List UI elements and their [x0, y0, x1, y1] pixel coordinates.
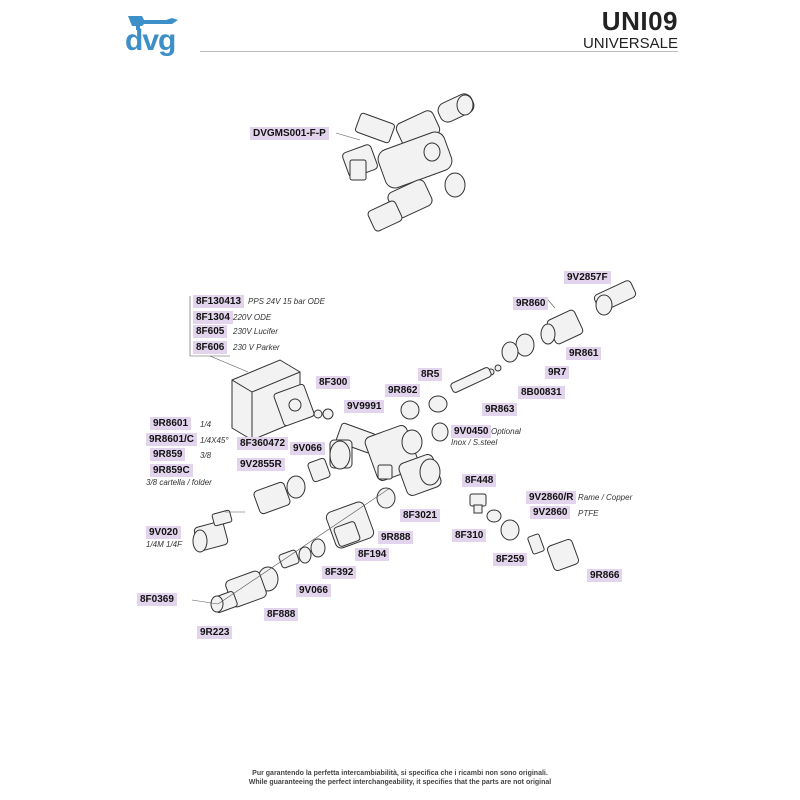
- part-label: 9V9991: [344, 400, 385, 413]
- part-label: 9R8601/C: [146, 433, 198, 446]
- part-label: 8F3021: [400, 509, 440, 522]
- header-divider: [200, 51, 678, 52]
- part-label: 9R888: [378, 531, 414, 544]
- part-note: 1/4M 1/4F: [146, 540, 183, 549]
- valve-body: [329, 422, 449, 496]
- part-label: 8R5: [418, 368, 443, 381]
- part-label: 8F606: [193, 341, 228, 354]
- part-label: 8F310: [452, 529, 487, 542]
- inlet-fitting-group: [253, 457, 396, 515]
- filter-assembly: [257, 501, 375, 592]
- part-label: 9V2860/R: [526, 491, 577, 504]
- part-label: 9R859: [150, 448, 186, 461]
- part-label: 9R866: [587, 569, 623, 582]
- part-label: DVGMS001-F-P: [250, 127, 329, 140]
- part-label: 9V020: [146, 526, 181, 539]
- part-label: 9V2860: [530, 506, 571, 519]
- inlet-fitting-bottom: [210, 570, 267, 613]
- part-label: 8F0369: [137, 593, 177, 606]
- part-note: PTFE: [578, 509, 599, 518]
- part-label: 8F360472: [237, 437, 289, 450]
- part-note: Optional: [491, 427, 521, 436]
- part-note: Inox / S.steel: [451, 438, 498, 447]
- part-label: 9R861: [566, 347, 602, 360]
- part-label: 8F194: [355, 548, 390, 561]
- part-label: 8F392: [322, 566, 357, 579]
- part-label: 8F605: [193, 325, 228, 338]
- part-label: 8F1304: [193, 311, 233, 324]
- part-label: 9V0450: [451, 425, 492, 438]
- part-label: 9V2855R: [237, 458, 285, 471]
- part-label: 9V066: [290, 442, 325, 455]
- part-label: 9R7: [545, 366, 570, 379]
- part-label: 8F888: [264, 608, 299, 621]
- part-label: 8F448: [462, 474, 497, 487]
- part-note: 3/8 cartella / folder: [146, 478, 212, 487]
- footer-line-it: Pur garantendo la perfetta intercambiabi…: [252, 770, 548, 777]
- part-label: 8F130413: [193, 295, 245, 308]
- outlet-fitting-group: [487, 280, 637, 376]
- page-title: UNI09: [601, 6, 678, 36]
- part-label: 8F300: [316, 376, 351, 389]
- part-note: 3/8: [200, 451, 212, 460]
- footer-disclaimer: Pur garantendo la perfetta intercambiabi…: [0, 769, 800, 787]
- part-label: 9V066: [296, 584, 331, 597]
- part-label: 9R862: [385, 384, 421, 397]
- footer-line-en: While guaranteeing the perfect interchan…: [248, 779, 552, 786]
- part-label: 8B00831: [518, 386, 565, 399]
- outlet-fitting-right: [469, 493, 580, 572]
- part-label: 8F259: [493, 553, 528, 566]
- part-note: 220V ODE: [233, 313, 272, 322]
- part-label: 9R223: [197, 626, 233, 639]
- part-note: 1/4: [200, 420, 212, 429]
- ball-valve: [192, 509, 233, 553]
- dvg-faucet-logo-icon: [128, 16, 178, 30]
- part-label: 9R8601: [150, 417, 192, 430]
- part-label: 9R860: [513, 297, 549, 310]
- piston-group: [400, 367, 492, 420]
- part-label: 9V2857F: [564, 271, 611, 284]
- page-subtitle: UNIVERSALE: [582, 35, 678, 52]
- part-note: PPS 24V 15 bar ODE: [248, 297, 325, 306]
- complete-valve-assembly: [342, 93, 475, 232]
- part-note: 1/4X45°: [200, 436, 229, 445]
- part-note: 230V Lucifer: [233, 327, 278, 336]
- solenoid-coil: [231, 359, 334, 441]
- part-label: 9R863: [482, 403, 518, 416]
- part-label: 9R859C: [150, 464, 193, 477]
- part-note: Rame / Copper: [578, 493, 633, 502]
- part-note: 230 V Parker: [233, 343, 280, 352]
- brand-logo-text: dvg: [125, 24, 176, 57]
